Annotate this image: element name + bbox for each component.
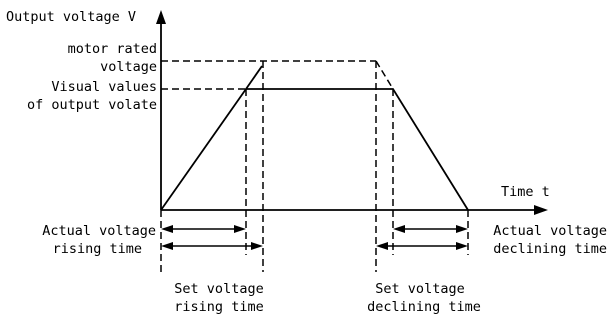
x-axis-label: Time t — [501, 184, 550, 200]
actual-declining-time-arrow — [393, 225, 468, 233]
x-axis-arrow-icon — [534, 205, 548, 215]
set-rising-label-line2: rising time — [174, 299, 263, 315]
set-rising-slope-extension — [245, 65, 263, 90]
rated-voltage-label-line2: voltage — [100, 59, 157, 75]
output-voltage-curve — [160, 88, 469, 211]
set-declining-time-arrow — [376, 242, 468, 250]
set-rising-time-arrow — [161, 242, 263, 250]
actual-declining-label-line1: Actual voltage — [493, 223, 607, 239]
visual-values-label-line1: Visual values — [51, 79, 157, 95]
y-axis-label: Output voltage V — [6, 9, 136, 25]
actual-rising-label-line2: rising time — [53, 241, 142, 257]
y-axis-arrow-icon — [156, 10, 166, 24]
set-declining-label-line1: Set voltage — [375, 281, 464, 297]
actual-rising-label-line1: Actual voltage — [42, 223, 156, 239]
rated-voltage-label-line1: motor rated — [68, 41, 157, 57]
visual-values-label-line2: of output volate — [27, 97, 157, 113]
set-rising-label-line1: Set voltage — [174, 281, 263, 297]
set-declining-label-line2: declining time — [367, 299, 481, 315]
actual-declining-label-line2: declining time — [493, 241, 607, 257]
actual-rising-time-arrow — [161, 225, 246, 233]
set-declining-dashed-slope — [375, 60, 394, 90]
